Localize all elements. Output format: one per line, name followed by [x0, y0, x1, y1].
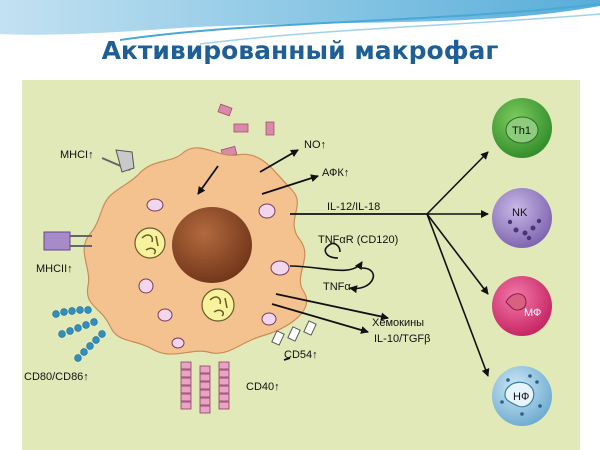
slide-title: Активированный макрофаг [101, 36, 499, 65]
cd54-receptors [271, 320, 317, 346]
cd40-receptors [180, 361, 230, 414]
label-no: NO↑ [304, 139, 326, 151]
label-cd40: CD40↑ [246, 381, 280, 393]
granules [138, 198, 290, 349]
label-cd54: CD54↑ [284, 349, 318, 361]
phagosome-left [134, 227, 166, 259]
phagocytosis-arrow [197, 165, 219, 195]
label-nk: NK [512, 207, 528, 219]
secretion-arrows [259, 149, 427, 361]
label-il12-il18: IL-12/IL-18 [327, 201, 380, 213]
label-mf: МФ [524, 307, 541, 319]
cell-mf [492, 276, 552, 336]
tnf-loop [289, 242, 374, 294]
cell-nf [492, 366, 552, 426]
cell-nucleus [172, 207, 252, 283]
header-wave-decoration [0, 0, 600, 45]
mhc1-receptor [101, 149, 135, 173]
label-mhc2: MHCII↑ [36, 263, 73, 275]
label-nf: НФ [513, 391, 529, 403]
phagosome-right [201, 288, 235, 322]
label-chemokines: Хемокины [372, 317, 424, 329]
label-th1: Th1 [512, 125, 531, 137]
target-arrows [426, 151, 490, 377]
label-il10-tgfb: IL-10/TGFβ [374, 333, 430, 345]
cell-nk [492, 188, 552, 248]
label-tnf: TNFα [323, 281, 351, 293]
label-afk: АФК↑ [322, 167, 349, 179]
cell-th1 [492, 98, 552, 158]
label-tnfr: TNFαR (CD120) [318, 234, 398, 246]
label-cd80-cd86: CD80/CD86↑ [24, 371, 89, 383]
cd80-cd86-receptors [52, 306, 106, 362]
macrophage-diagram: MHCI↑ MHCII↑ CD80/CD86↑ CD40↑ CD54↑ NO↑ … [22, 80, 580, 450]
label-mhc1: MHCI↑ [60, 149, 94, 161]
mhc2-receptor [43, 231, 92, 251]
